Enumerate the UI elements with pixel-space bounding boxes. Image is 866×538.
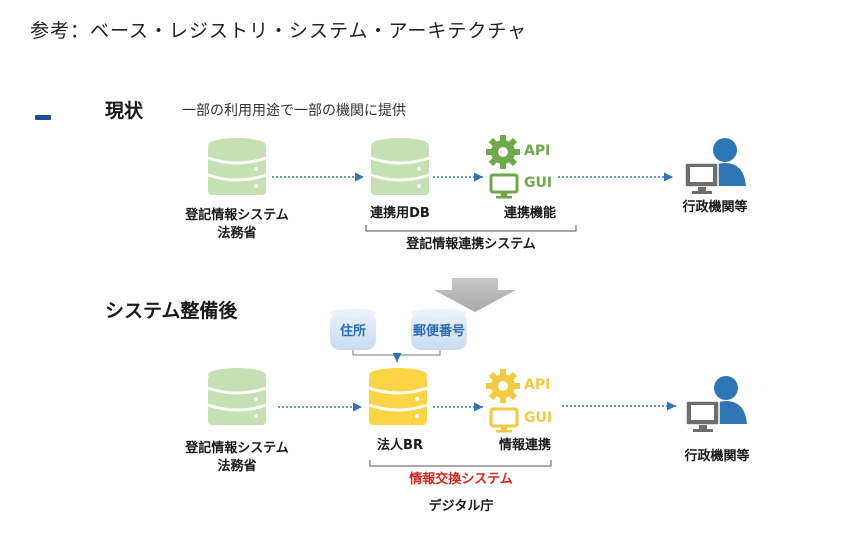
- user-computer-icon: [684, 138, 746, 194]
- transition-arrow: [434, 278, 516, 312]
- source-ministry-name: 法務省: [217, 459, 257, 474]
- api-label: API: [524, 143, 551, 159]
- source-db-icon: [207, 138, 267, 195]
- source-label: 登記情報システム 法務省: [177, 440, 297, 476]
- page-title: 参考：ベース・レジストリ・システム・アーキテクチャ: [30, 20, 528, 42]
- api-gear-icon: [486, 135, 520, 169]
- function-label: 連携機能: [503, 206, 556, 221]
- db-label: 法人BR: [377, 438, 423, 453]
- gui-label: GUI: [524, 410, 553, 426]
- user-label: 行政機関等: [684, 449, 750, 464]
- current-subheading: 一部の利用用途で一部の機関に提供: [182, 103, 406, 119]
- owner-label: デジタル庁: [428, 499, 494, 514]
- system-bracket: [369, 460, 552, 467]
- system-label: 情報交換システム: [409, 472, 513, 487]
- api-label: API: [524, 377, 551, 393]
- user-computer-icon: [685, 376, 747, 432]
- input-bracket: [352, 350, 441, 356]
- source-db-icon: [207, 368, 267, 425]
- address-pill-icon: [330, 309, 376, 350]
- source-system-name: 登記情報システム: [185, 441, 289, 456]
- section-marker: [35, 115, 51, 120]
- link-db-icon: [370, 138, 430, 195]
- function-label: 情報連携: [498, 438, 551, 453]
- gui-label: GUI: [524, 175, 553, 191]
- source-ministry-name: 法務省: [217, 226, 257, 241]
- api-gear-icon: [486, 369, 520, 403]
- gui-monitor-icon: [489, 173, 519, 199]
- db-label: 連携用DB: [370, 206, 430, 221]
- user-label: 行政機関等: [682, 200, 748, 215]
- system-label: 登記情報連携システム: [406, 237, 536, 252]
- corporate-br-db-icon: [368, 368, 428, 425]
- postal-label: 郵便番号: [412, 324, 465, 339]
- system-bracket: [365, 225, 577, 232]
- source-system-name: 登記情報システム: [185, 208, 289, 223]
- future-heading: システム整備後: [105, 300, 238, 322]
- current-heading: 現状: [105, 100, 144, 122]
- source-label: 登記情報システム 法務省: [177, 207, 297, 243]
- address-label: 住所: [339, 324, 366, 339]
- gui-monitor-icon: [489, 407, 519, 433]
- postal-pill-icon: [411, 309, 467, 350]
